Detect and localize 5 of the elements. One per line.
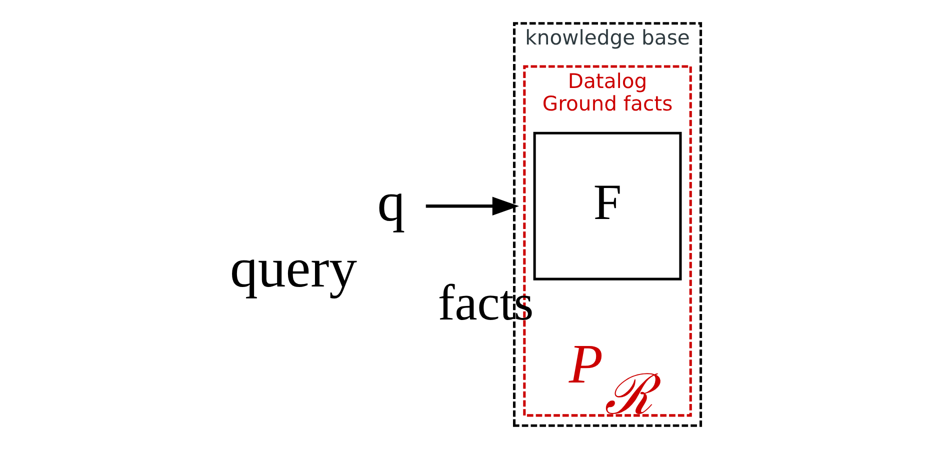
node-box: F — [533, 132, 682, 280]
node-label: facts — [438, 274, 534, 331]
arrow — [426, 196, 520, 216]
node-label: query — [230, 237, 358, 300]
node-text: q — [377, 171, 406, 234]
